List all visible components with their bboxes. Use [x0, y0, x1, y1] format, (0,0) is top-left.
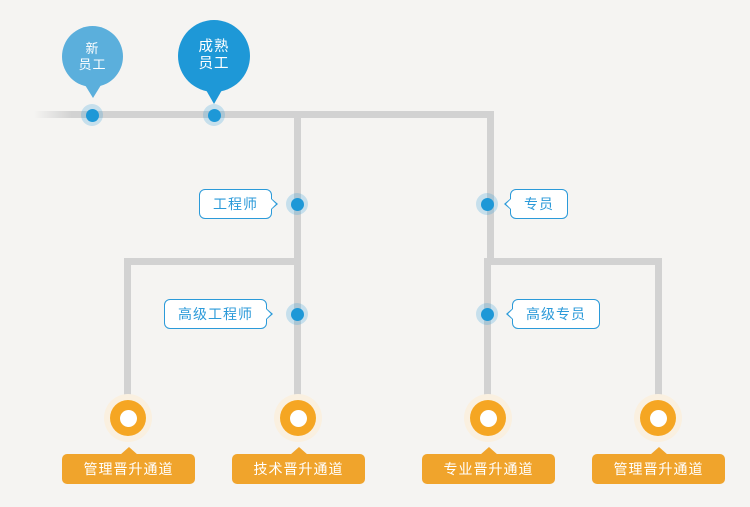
channel-management-right[interactable]: 管理晋升通道: [592, 454, 725, 484]
node-engineer-label: 工程师: [213, 196, 258, 212]
branch-horizontal-left: [124, 258, 301, 265]
node-senior-specialist[interactable]: 高级专员: [506, 299, 600, 329]
node-mature-employee-label: 成熟员工: [198, 38, 230, 72]
drop-line-2: [294, 258, 301, 410]
endpoint-ring-professional[interactable]: [464, 394, 512, 442]
endpoint-ring-management-right[interactable]: [634, 394, 682, 442]
channel-label: 管理晋升通道: [83, 461, 174, 477]
trunk-vertical-right: [487, 111, 494, 263]
trunk-vertical-left: [294, 111, 301, 263]
drop-line-1: [124, 258, 131, 410]
channel-label: 专业晋升通道: [443, 461, 534, 477]
node-mature-employee[interactable]: 成熟员工: [178, 20, 250, 92]
node-new-employee-label: 新员工: [78, 41, 107, 72]
dot-senior-engineer[interactable]: [286, 303, 308, 325]
dot-mature-employee[interactable]: [203, 104, 225, 126]
channel-professional[interactable]: 专业晋升通道: [422, 454, 555, 484]
channel-label: 技术晋升通道: [253, 461, 344, 477]
callout-tail-inner-icon: [265, 308, 271, 320]
callout-tail-inner-icon: [508, 308, 514, 320]
drop-line-4: [655, 258, 662, 410]
node-senior-engineer[interactable]: 高级工程师: [164, 299, 273, 329]
node-senior-engineer-label: 高级工程师: [178, 306, 253, 322]
callout-tail-inner-icon: [506, 198, 512, 210]
node-new-employee[interactable]: 新员工: [62, 26, 123, 87]
trunk-horizontal-top: [0, 111, 494, 118]
drop-line-3: [484, 258, 491, 410]
endpoint-ring-management-left[interactable]: [104, 394, 152, 442]
endpoint-ring-technical[interactable]: [274, 394, 322, 442]
callout-tail-inner-icon: [270, 198, 276, 210]
channel-label: 管理晋升通道: [613, 461, 704, 477]
branch-horizontal-right: [487, 258, 662, 265]
node-specialist[interactable]: 专员: [504, 189, 568, 219]
node-senior-specialist-label: 高级专员: [526, 306, 586, 322]
channel-technical[interactable]: 技术晋升通道: [232, 454, 365, 484]
node-engineer[interactable]: 工程师: [199, 189, 278, 219]
dot-specialist[interactable]: [476, 193, 498, 215]
dot-engineer[interactable]: [286, 193, 308, 215]
dot-senior-specialist[interactable]: [476, 303, 498, 325]
channel-management-left[interactable]: 管理晋升通道: [62, 454, 195, 484]
dot-new-employee[interactable]: [81, 104, 103, 126]
node-specialist-label: 专员: [524, 196, 554, 212]
